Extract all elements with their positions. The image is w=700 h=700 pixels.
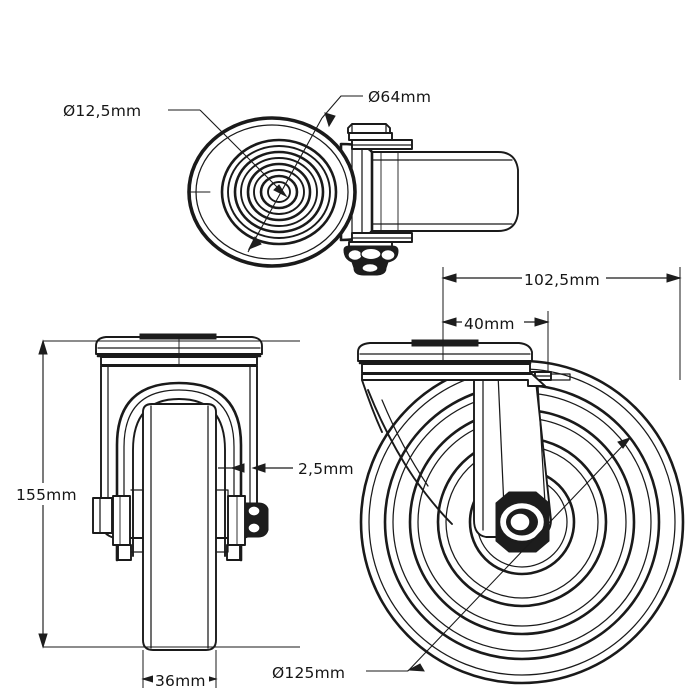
plan-tread-ring-1 <box>220 138 338 246</box>
bore-diameter-label: Ø12,5mm <box>63 102 141 120</box>
side-top-plate <box>357 339 546 433</box>
hole-spacing-label-bg <box>462 312 524 333</box>
plan-upper-flange-nut <box>347 123 413 150</box>
front-tyre-block <box>142 403 217 651</box>
front-axle-right <box>215 489 269 561</box>
wheel-diameter-label: Ø125mm <box>272 664 345 682</box>
side-fork-web <box>367 389 453 525</box>
front-nut-face-bottom <box>247 522 261 534</box>
plan-nut-face-left <box>347 248 363 262</box>
plan-nut-face-right <box>380 248 396 262</box>
plan-tread-ring-2 <box>227 145 331 239</box>
plan-hub-ring <box>259 174 299 210</box>
leader-hub-diameter <box>247 95 363 253</box>
side-axle-nut <box>495 491 550 553</box>
dimension-plate-length: 102,5mm <box>441 267 682 380</box>
dimension-hole-spacing: 40mm <box>441 311 550 372</box>
plan-nut-face-bottom <box>361 262 379 274</box>
top-plan-view: Ø12,5mm Ø64mm <box>63 88 519 276</box>
plate-length-label-bg <box>522 268 606 289</box>
hub-diameter-label: Ø64mm <box>368 88 431 106</box>
plan-tread-ring-3 <box>233 150 325 234</box>
leader-wheel-diameter: Ø125mm <box>272 437 632 682</box>
total-height-label: 155mm <box>16 486 77 504</box>
wheel-width-label-bg <box>153 669 209 690</box>
plan-wheel-disc <box>187 116 357 268</box>
wheel-width-label: 36mm <box>155 672 206 690</box>
side-axle-bore <box>509 512 531 532</box>
total-height-label-bg <box>14 483 76 505</box>
front-elevation-view: 155mm 36mm 2,5mm <box>14 333 354 690</box>
plan-tread-ring-4 <box>240 157 318 227</box>
dimension-total-height: 155mm <box>14 339 300 649</box>
dimension-plate-thickness: 2,5mm <box>218 460 354 478</box>
dimension-wheel-width: 36mm <box>141 650 218 690</box>
plan-tread-ring-6 <box>253 169 305 215</box>
front-nut-face-top <box>247 505 261 517</box>
plan-fork-arm <box>362 151 519 232</box>
plan-lower-flange-nut <box>343 232 413 276</box>
plate-thickness-label: 2,5mm <box>298 460 354 478</box>
leader-bore-diameter <box>168 109 288 198</box>
front-top-plate <box>95 333 263 366</box>
hole-spacing-label: 40mm <box>464 315 515 333</box>
front-axle-left <box>92 489 144 561</box>
front-wheel-outline <box>115 381 243 562</box>
side-elevation-view: 102,5mm 40mm Ø125mm <box>272 267 685 685</box>
plan-tread-ring-5 <box>246 162 312 222</box>
plan-nut-face-center <box>360 247 382 261</box>
plate-length-label: 102,5mm <box>524 271 600 289</box>
